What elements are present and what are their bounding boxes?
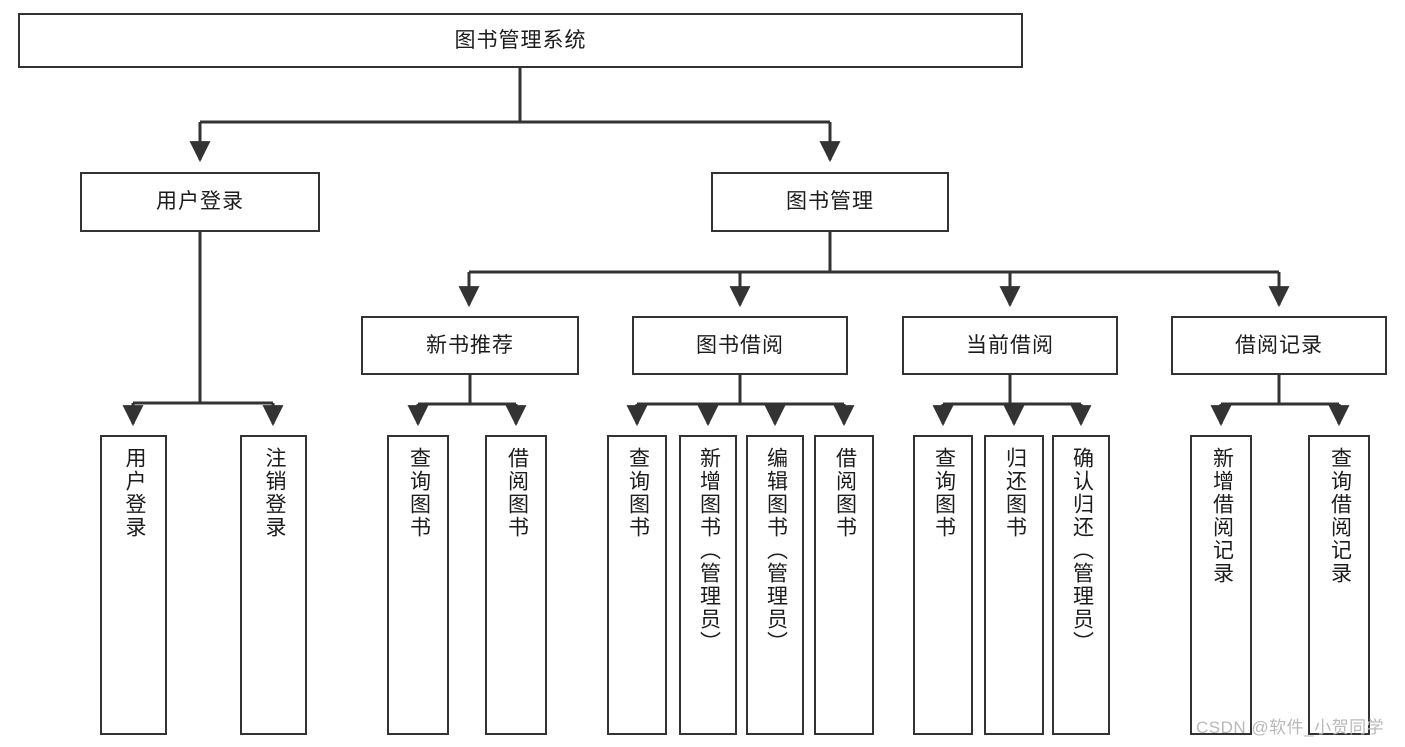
node-leaf-edit-book-label: 编辑图书（管理员）: [764, 447, 788, 654]
node-leaf-return-book[interactable]: 归还图书: [984, 435, 1044, 735]
node-book-manage-label: 图书管理: [786, 190, 874, 214]
node-leaf-user-login-label: 用户登录: [122, 447, 146, 539]
node-leaf-user-logout-label: 注销登录: [262, 447, 286, 539]
node-leaf-confirm-return[interactable]: 确认归还（管理员）: [1052, 435, 1110, 735]
node-leaf-return-book-label: 归还图书: [1003, 447, 1027, 539]
node-current-borrow-label: 当前借阅: [966, 333, 1054, 357]
node-leaf-query-book-recommend[interactable]: 查询图书: [387, 435, 449, 735]
node-leaf-query-book-current-label: 查询图书: [932, 447, 956, 539]
node-root[interactable]: 图书管理系统: [18, 13, 1023, 68]
node-leaf-user-login[interactable]: 用户登录: [100, 435, 167, 735]
node-borrow-record[interactable]: 借阅记录: [1171, 316, 1387, 375]
node-user-login[interactable]: 用户登录: [80, 172, 320, 232]
node-leaf-borrow-book-label: 借阅图书: [833, 447, 857, 539]
node-leaf-query-book-borrow-label: 查询图书: [626, 447, 650, 539]
node-leaf-query-book-recommend-label: 查询图书: [407, 447, 431, 539]
node-leaf-edit-book[interactable]: 编辑图书（管理员）: [746, 435, 804, 735]
node-leaf-user-logout[interactable]: 注销登录: [240, 435, 307, 735]
node-leaf-add-book-label: 新增图书（管理员）: [697, 447, 721, 654]
node-new-book-recommend[interactable]: 新书推荐: [361, 316, 579, 375]
node-leaf-confirm-return-label: 确认归还（管理员）: [1070, 447, 1094, 654]
node-root-label: 图书管理系统: [454, 28, 587, 52]
node-leaf-borrow-book-recommend[interactable]: 借阅图书: [485, 435, 547, 735]
node-new-book-recommend-label: 新书推荐: [426, 333, 514, 357]
node-borrow-record-label: 借阅记录: [1235, 333, 1323, 357]
node-book-borrow-label: 图书借阅: [696, 333, 784, 357]
node-leaf-query-book-current[interactable]: 查询图书: [913, 435, 973, 735]
node-leaf-query-book-borrow[interactable]: 查询图书: [607, 435, 667, 735]
node-book-manage[interactable]: 图书管理: [711, 172, 949, 232]
node-leaf-query-borrow-record-label: 查询借阅记录: [1328, 447, 1352, 585]
node-leaf-add-borrow-record[interactable]: 新增借阅记录: [1190, 435, 1252, 735]
csdn-watermark: CSDN @软件_小贺同学: [1196, 718, 1385, 737]
node-leaf-add-borrow-record-label: 新增借阅记录: [1210, 447, 1234, 585]
node-user-login-label: 用户登录: [156, 190, 244, 214]
node-book-borrow[interactable]: 图书借阅: [632, 316, 848, 375]
node-leaf-borrow-book[interactable]: 借阅图书: [814, 435, 874, 735]
node-leaf-query-borrow-record[interactable]: 查询借阅记录: [1308, 435, 1370, 735]
node-leaf-borrow-book-recommend-label: 借阅图书: [505, 447, 529, 539]
node-current-borrow[interactable]: 当前借阅: [902, 316, 1118, 375]
node-leaf-add-book[interactable]: 新增图书（管理员）: [679, 435, 737, 735]
